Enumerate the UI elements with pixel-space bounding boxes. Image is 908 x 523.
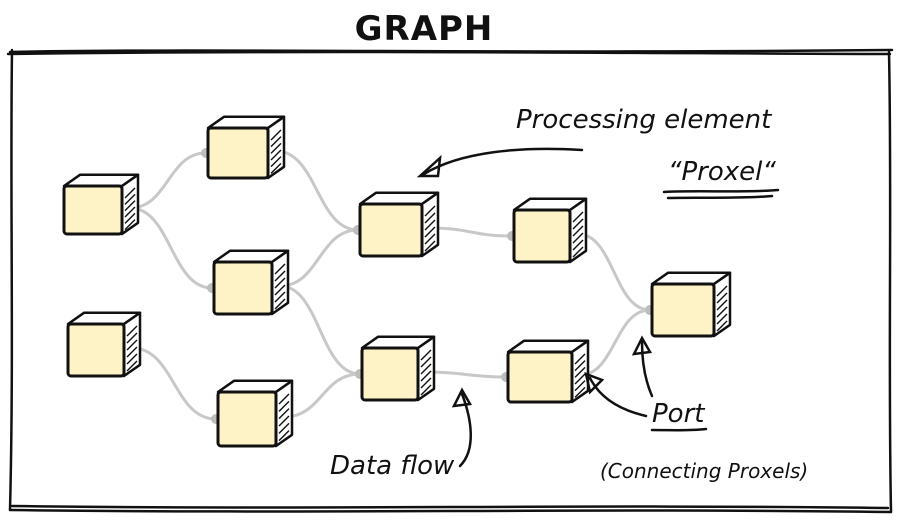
processing-element-annotation: Processing element “Proxel“: [416, 105, 780, 200]
data-flow-edge: [424, 370, 508, 379]
port-arrow-up: [640, 340, 654, 398]
proxel-node: [206, 115, 286, 180]
data-flow-edge: [278, 284, 362, 376]
data-flow-annotation: Data flow: [330, 387, 473, 481]
data-flow-edge: [578, 308, 652, 377]
data-flow-edge: [428, 226, 514, 238]
graph-frame: [6, 48, 894, 514]
data-flow-edge: [576, 232, 652, 312]
proxel-label: “Proxel“: [668, 157, 776, 187]
proxel-node: [512, 197, 588, 264]
port-detail-label: (Connecting Proxels): [600, 459, 808, 483]
port-arrow-left: [588, 376, 648, 418]
port-annotation: Port (Connecting Proxels): [584, 335, 808, 483]
data-flow-label: Data flow: [330, 451, 455, 481]
proxel-node: [360, 335, 436, 402]
processing-element-label: Processing element: [516, 105, 772, 135]
data-flow-edge: [278, 228, 360, 288]
proxel-node: [650, 271, 732, 338]
port-label: Port: [652, 399, 705, 429]
proxel-node: [212, 249, 290, 316]
data-flow-arrow: [458, 392, 472, 468]
proxel-node: [66, 311, 142, 378]
proxel-node: [506, 339, 590, 404]
data-flow-edge: [128, 206, 214, 290]
data-flow-edge: [282, 372, 362, 419]
data-flow-edge: [274, 149, 360, 232]
data-flow-edge: [130, 346, 218, 421]
diagram-title: GRAPH: [355, 9, 494, 49]
data-flow-edge: [128, 151, 208, 210]
proxel-node: [358, 191, 440, 258]
proxel-node: [216, 379, 294, 448]
proxel-node: [62, 173, 140, 236]
proxel-nodes: [62, 115, 732, 448]
processing-element-arrow: [422, 147, 584, 176]
